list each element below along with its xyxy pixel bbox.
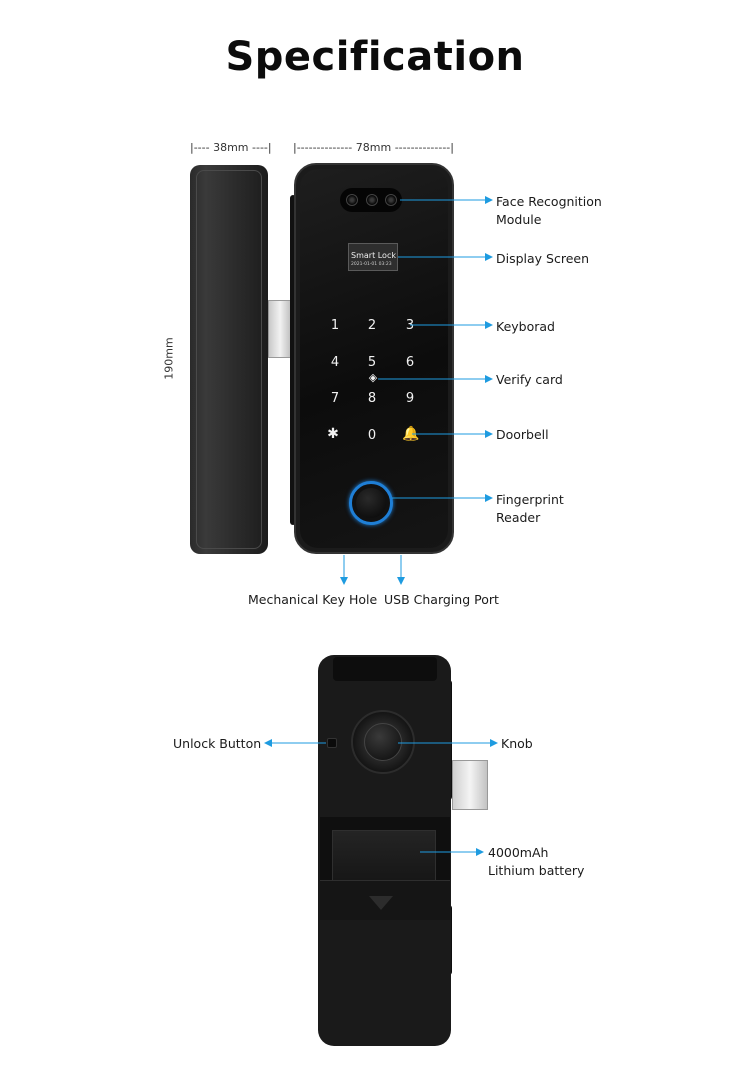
strike-plate — [452, 760, 488, 810]
key-3[interactable]: 3 — [405, 318, 415, 333]
key-9[interactable]: 9 — [405, 391, 415, 406]
key-1[interactable]: 1 — [330, 318, 340, 333]
key-4[interactable]: 4 — [330, 355, 340, 370]
screen-title: Smart Lock — [351, 251, 396, 260]
label-battery: 4000mAh Lithium battery — [488, 845, 585, 878]
page-title: Specification — [225, 34, 525, 80]
knob-center — [364, 723, 402, 761]
key-8[interactable]: 8 — [367, 391, 377, 406]
back-top-cap — [333, 657, 437, 681]
gear-icon[interactable]: ✱ — [327, 426, 339, 442]
bell-icon[interactable]: 🔔 — [402, 426, 420, 442]
camera-lens-right — [385, 194, 397, 206]
lock-side-inner — [196, 170, 262, 549]
height-label: 190mm — [162, 337, 176, 380]
label-usb-port: USB Charging Port — [384, 592, 499, 607]
card-icon: ◈ — [368, 371, 378, 384]
key-2[interactable]: 2 — [367, 318, 377, 333]
front-width-label: |-------------- 78mm --------------| — [293, 141, 454, 154]
label-doorbell: Doorbell — [496, 427, 549, 442]
label-unlock-button: Unlock Button — [173, 736, 262, 751]
lock-bolt-plate — [268, 300, 292, 358]
label-verify-card: Verify card — [496, 372, 563, 387]
battery-pack — [332, 830, 436, 888]
label-face-recognition: Face Recognition Module — [496, 194, 602, 227]
label-display-screen: Display Screen — [496, 251, 590, 266]
key-7[interactable]: 7 — [330, 391, 340, 406]
key-0[interactable]: 0 — [367, 428, 377, 443]
lock-side-view — [190, 165, 268, 554]
label-fingerprint: Fingerprint Reader — [496, 492, 564, 525]
screen-date: 2021-01-01 03:23 — [351, 262, 392, 267]
label-knob: Knob — [501, 736, 533, 751]
display-screen — [348, 243, 398, 271]
key-6[interactable]: 6 — [405, 355, 415, 370]
front-side-edge — [290, 195, 296, 525]
label-keyboard: Keyborad — [496, 319, 555, 334]
side-width-label: |---- 38mm ----| — [190, 141, 272, 154]
fingerprint-sensor — [356, 488, 386, 518]
camera-lens-center — [366, 194, 378, 206]
label-mechanical-key-hole: Mechanical Key Hole — [248, 592, 378, 607]
battery-cover-arrow-icon — [369, 896, 393, 910]
camera-lens-left — [346, 194, 358, 206]
unlock-button[interactable] — [327, 738, 337, 748]
key-5[interactable]: 5 — [367, 355, 377, 370]
